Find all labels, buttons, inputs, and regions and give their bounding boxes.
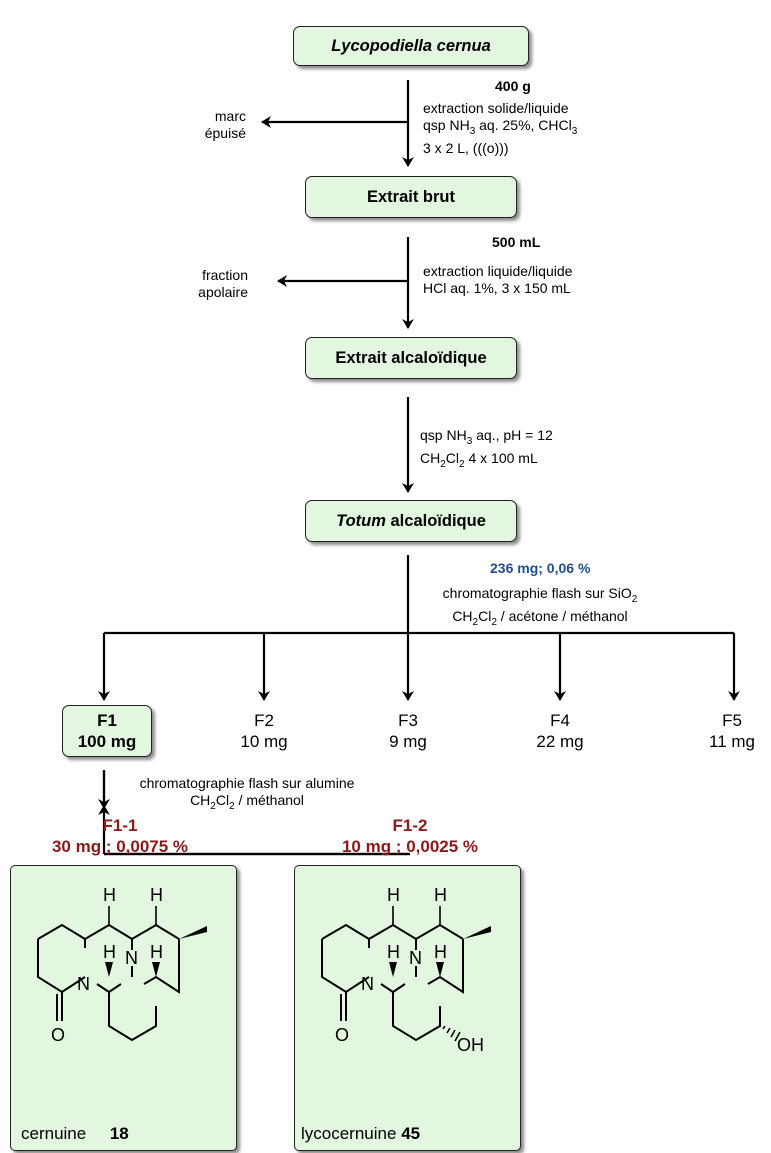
cernuine-label: cernuine 18 — [21, 1124, 129, 1143]
fraction-f1-box: F1 100 mg — [62, 705, 152, 757]
fraction-f1-name: F1 — [97, 711, 117, 730]
step2-conditions: extraction liquide/liquide HCl aq. 1%, 3… — [423, 263, 573, 296]
subfraction-f1-2-name: F1-2 — [392, 816, 428, 835]
plant-mass: 400 g — [495, 78, 531, 94]
cernuine-n2: N — [125, 948, 138, 968]
subfraction-f1-2-yield: 10 mg ; 0,0025 % — [341, 837, 479, 856]
plant-box: Lycopodiella cernua — [293, 26, 529, 66]
extrait-alcaloidique-box: Extrait alcaloïdique — [305, 337, 517, 379]
step1-line3: 3 x 2 L, (((o))) — [423, 139, 509, 156]
cernuine-o: O — [51, 1025, 65, 1045]
subfraction-f1-1-name: F1-1 — [102, 816, 138, 835]
subfraction-f1-1-title: F1-1 30 mg ; 0,0075 % — [20, 815, 220, 857]
lycocernuine-structure: H H H H N N O OH — [321, 885, 491, 1055]
compound-lycocernuine-box: H H H H N N O OH lycocernuine 45 — [294, 865, 521, 1151]
totum-yield: 236 mg; 0,06 % — [490, 560, 591, 576]
step1-line2: qsp NH3 aq. 25%, CHCl3 — [423, 117, 578, 137]
cernuine-n1: N — [77, 974, 90, 994]
step3-conditions: qsp NH3 aq., pH = 12 CH2Cl2 4 x 100 mL — [420, 427, 553, 470]
lycocernuine-o: O — [335, 1025, 349, 1045]
compound-cernuine-box: H H H H N N O cernuine 18 — [10, 865, 237, 1151]
totum-box: Totum alcaloïdique — [305, 500, 517, 542]
fraction-f1-mass: 100 mg — [77, 732, 137, 751]
marc-label: marc épuisé — [204, 108, 246, 141]
cernuine-h2: H — [150, 885, 163, 905]
cernuine-h1: H — [103, 885, 116, 905]
lycocernuine-label: lycocernuine 45 — [301, 1124, 421, 1143]
step4-conditions: chromatographie flash sur SiO2 CH2Cl2 / … — [442, 585, 638, 628]
cernuine-h3: H — [103, 942, 116, 962]
subfraction-f1-2-title: F1-2 10 mg ; 0,0025 % — [310, 815, 510, 857]
lycocernuine-h1: H — [387, 885, 400, 905]
cernuine-structure: H H H H N N O — [37, 885, 207, 1045]
extrait-brut-volume: 500 mL — [492, 234, 541, 250]
cernuine-h4: H — [150, 942, 163, 962]
subfraction-f1-1-yield: 30 mg ; 0,0075 % — [51, 837, 189, 856]
extrait-brut-label: Extrait brut — [366, 187, 455, 206]
lycocernuine-oh: OH — [457, 1035, 484, 1055]
step1-line1: extraction solide/liquide — [423, 100, 569, 116]
lycocernuine-h3: H — [387, 942, 400, 962]
lycocernuine-n1: N — [361, 974, 374, 994]
lycocernuine-n2: N — [409, 948, 422, 968]
extrait-alcaloidique-label: Extrait alcaloïdique — [335, 348, 487, 367]
step5-conditions: chromatographie flash sur alumine CH2Cl2… — [139, 775, 355, 812]
plant-name: Lycopodiella cernua — [331, 36, 491, 55]
lycocernuine-h4: H — [434, 942, 447, 962]
lycocernuine-h2: H — [434, 885, 447, 905]
extrait-brut-box: Extrait brut — [305, 176, 517, 218]
totum-label: Totum alcaloïdique — [336, 511, 486, 530]
apolaire-label: fraction apolaire — [198, 267, 248, 300]
step1-conditions: extraction solide/liquide qsp NH3 aq. 25… — [423, 100, 577, 157]
